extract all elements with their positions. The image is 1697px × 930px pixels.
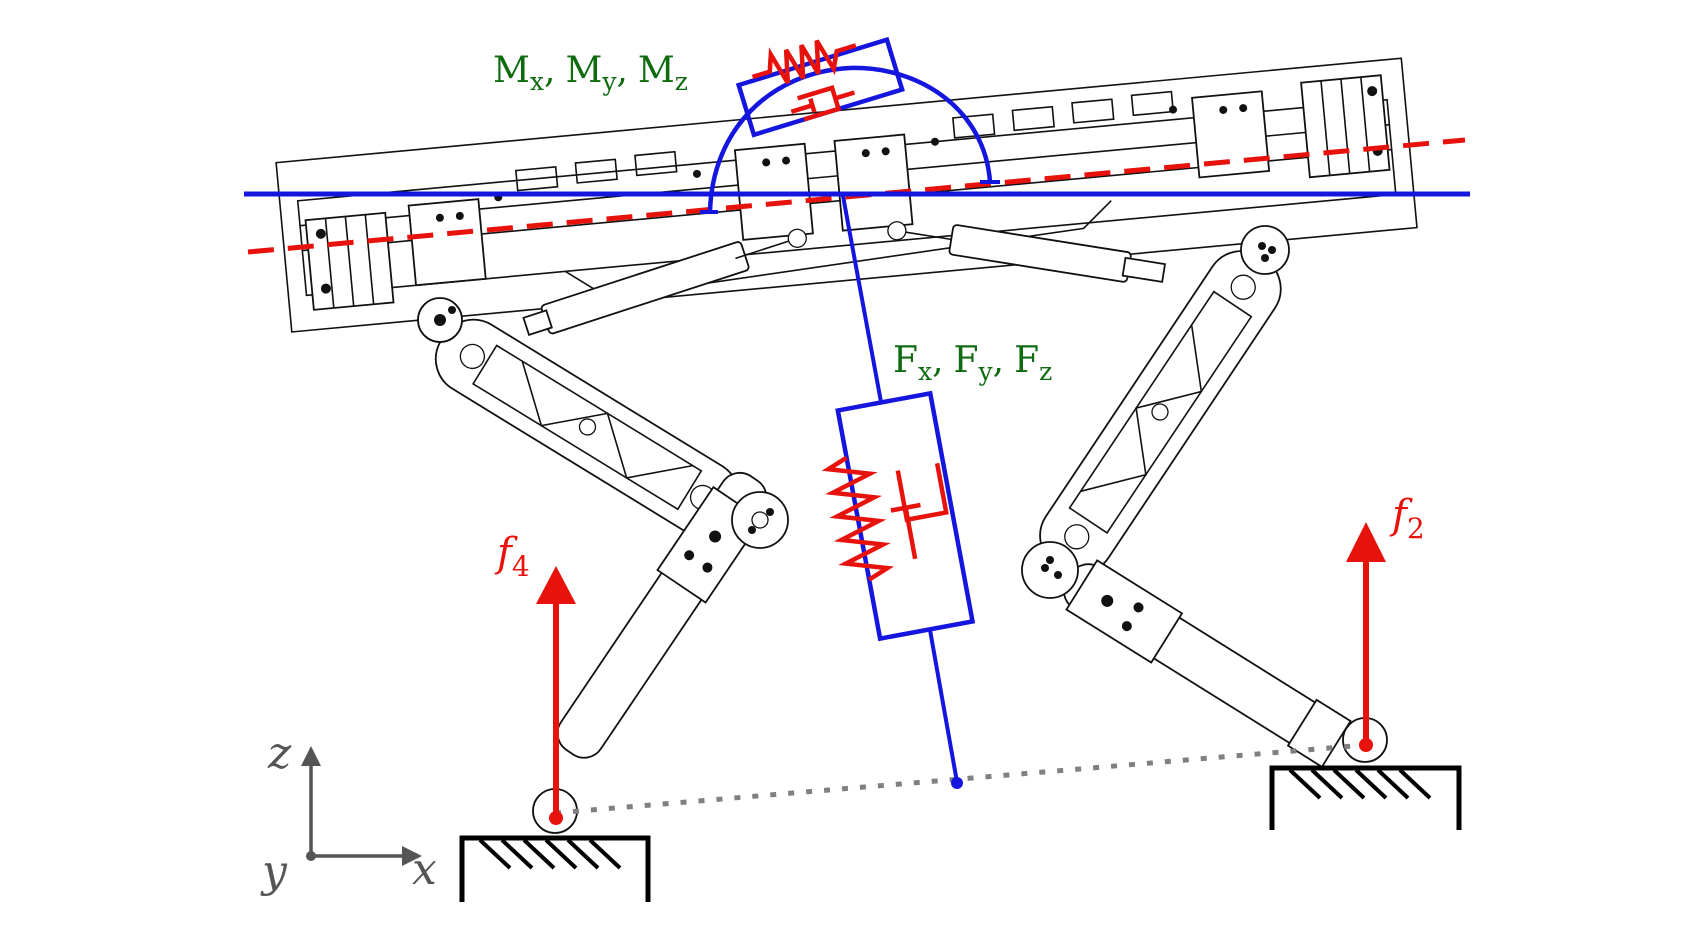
rotation-arc	[707, 65, 993, 213]
axis-label-z: z	[267, 728, 292, 779]
rotation-box	[735, 36, 905, 138]
right-lower-link	[1063, 559, 1352, 769]
force-arrow-left	[536, 566, 576, 825]
right-upper-link	[1039, 250, 1282, 575]
right-leg	[887, 221, 1388, 769]
robot-body	[275, 57, 1418, 333]
rotation-spring	[751, 39, 857, 85]
linear-spring	[821, 455, 895, 582]
coordinate-axes	[301, 746, 422, 866]
ground-right	[1269, 765, 1462, 830]
ground-left	[459, 835, 651, 902]
force-arrow-right	[1346, 522, 1386, 752]
axis-label-y: y	[260, 846, 288, 897]
left-leg	[417, 228, 807, 834]
right-actuator	[887, 221, 1167, 283]
force-label-f4: f4	[494, 530, 530, 583]
linear-box	[835, 390, 976, 642]
rotation-damper	[790, 84, 856, 122]
left-actuator	[522, 228, 807, 337]
linear-damper	[890, 462, 949, 560]
rotational-spring-damper	[700, 36, 1000, 214]
moment-label: Mx,My,Mz	[493, 50, 688, 96]
force-label: Fx,Fy,Fz	[893, 340, 1052, 386]
com-point	[951, 777, 963, 789]
upper-rod	[841, 195, 883, 403]
force-label-f2: f2	[1389, 492, 1425, 545]
axis-label-x: x	[412, 844, 437, 895]
lower-rod	[928, 629, 959, 783]
linear-spring-damper	[821, 195, 976, 789]
